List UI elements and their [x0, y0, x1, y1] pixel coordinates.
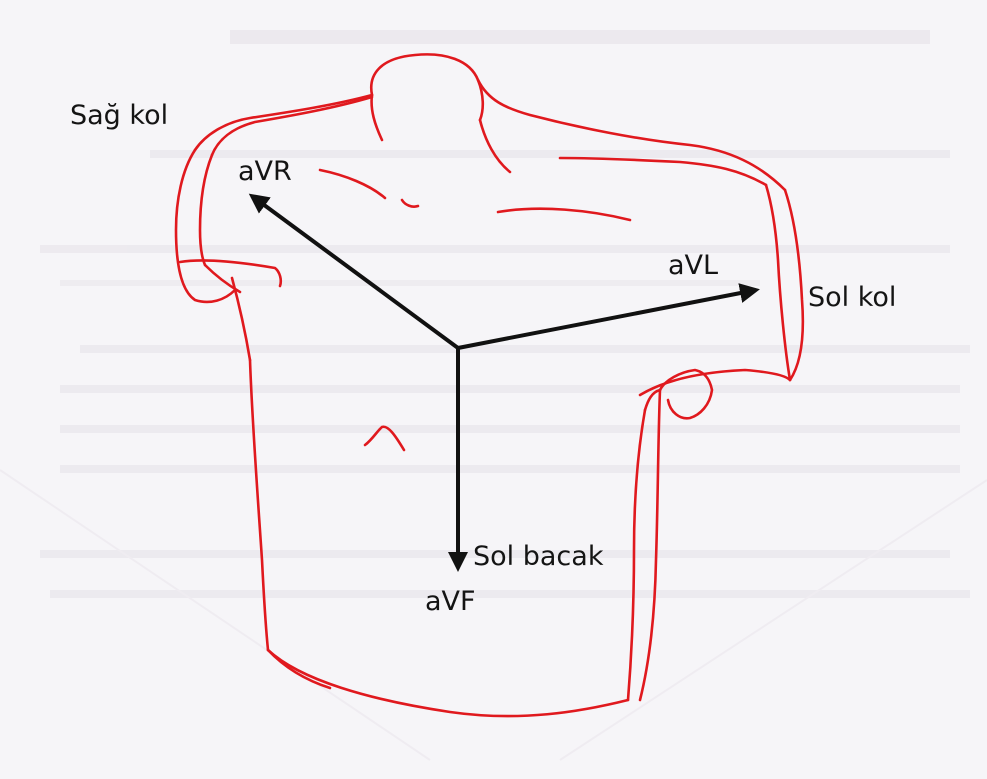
neck-right-edge — [480, 120, 510, 172]
torso-bottom-left — [268, 650, 330, 688]
label-avl: aVL — [668, 250, 718, 281]
avr-arrow — [252, 196, 458, 348]
right-torso-side — [250, 360, 268, 650]
left-shoulder-inner — [560, 158, 766, 185]
left-torso-side-inner — [640, 390, 660, 700]
right-clavicle — [320, 170, 385, 198]
left-clavicle — [498, 209, 630, 220]
right-shoulder-inner — [212, 97, 372, 155]
neck-outline — [371, 54, 483, 120]
neck-left-edge — [372, 95, 382, 140]
label-avr: aVR — [238, 156, 292, 187]
background-bleed-through — [0, 30, 987, 760]
sternal-notch — [402, 200, 418, 207]
label-right-arm: Sağ kol — [70, 100, 168, 131]
torso-bottom — [268, 650, 628, 716]
label-left-arm: Sol kol — [808, 282, 896, 313]
label-avf: aVF — [425, 586, 476, 617]
label-left-leg: Sol bacak — [473, 541, 604, 572]
avl-arrow — [458, 290, 756, 348]
